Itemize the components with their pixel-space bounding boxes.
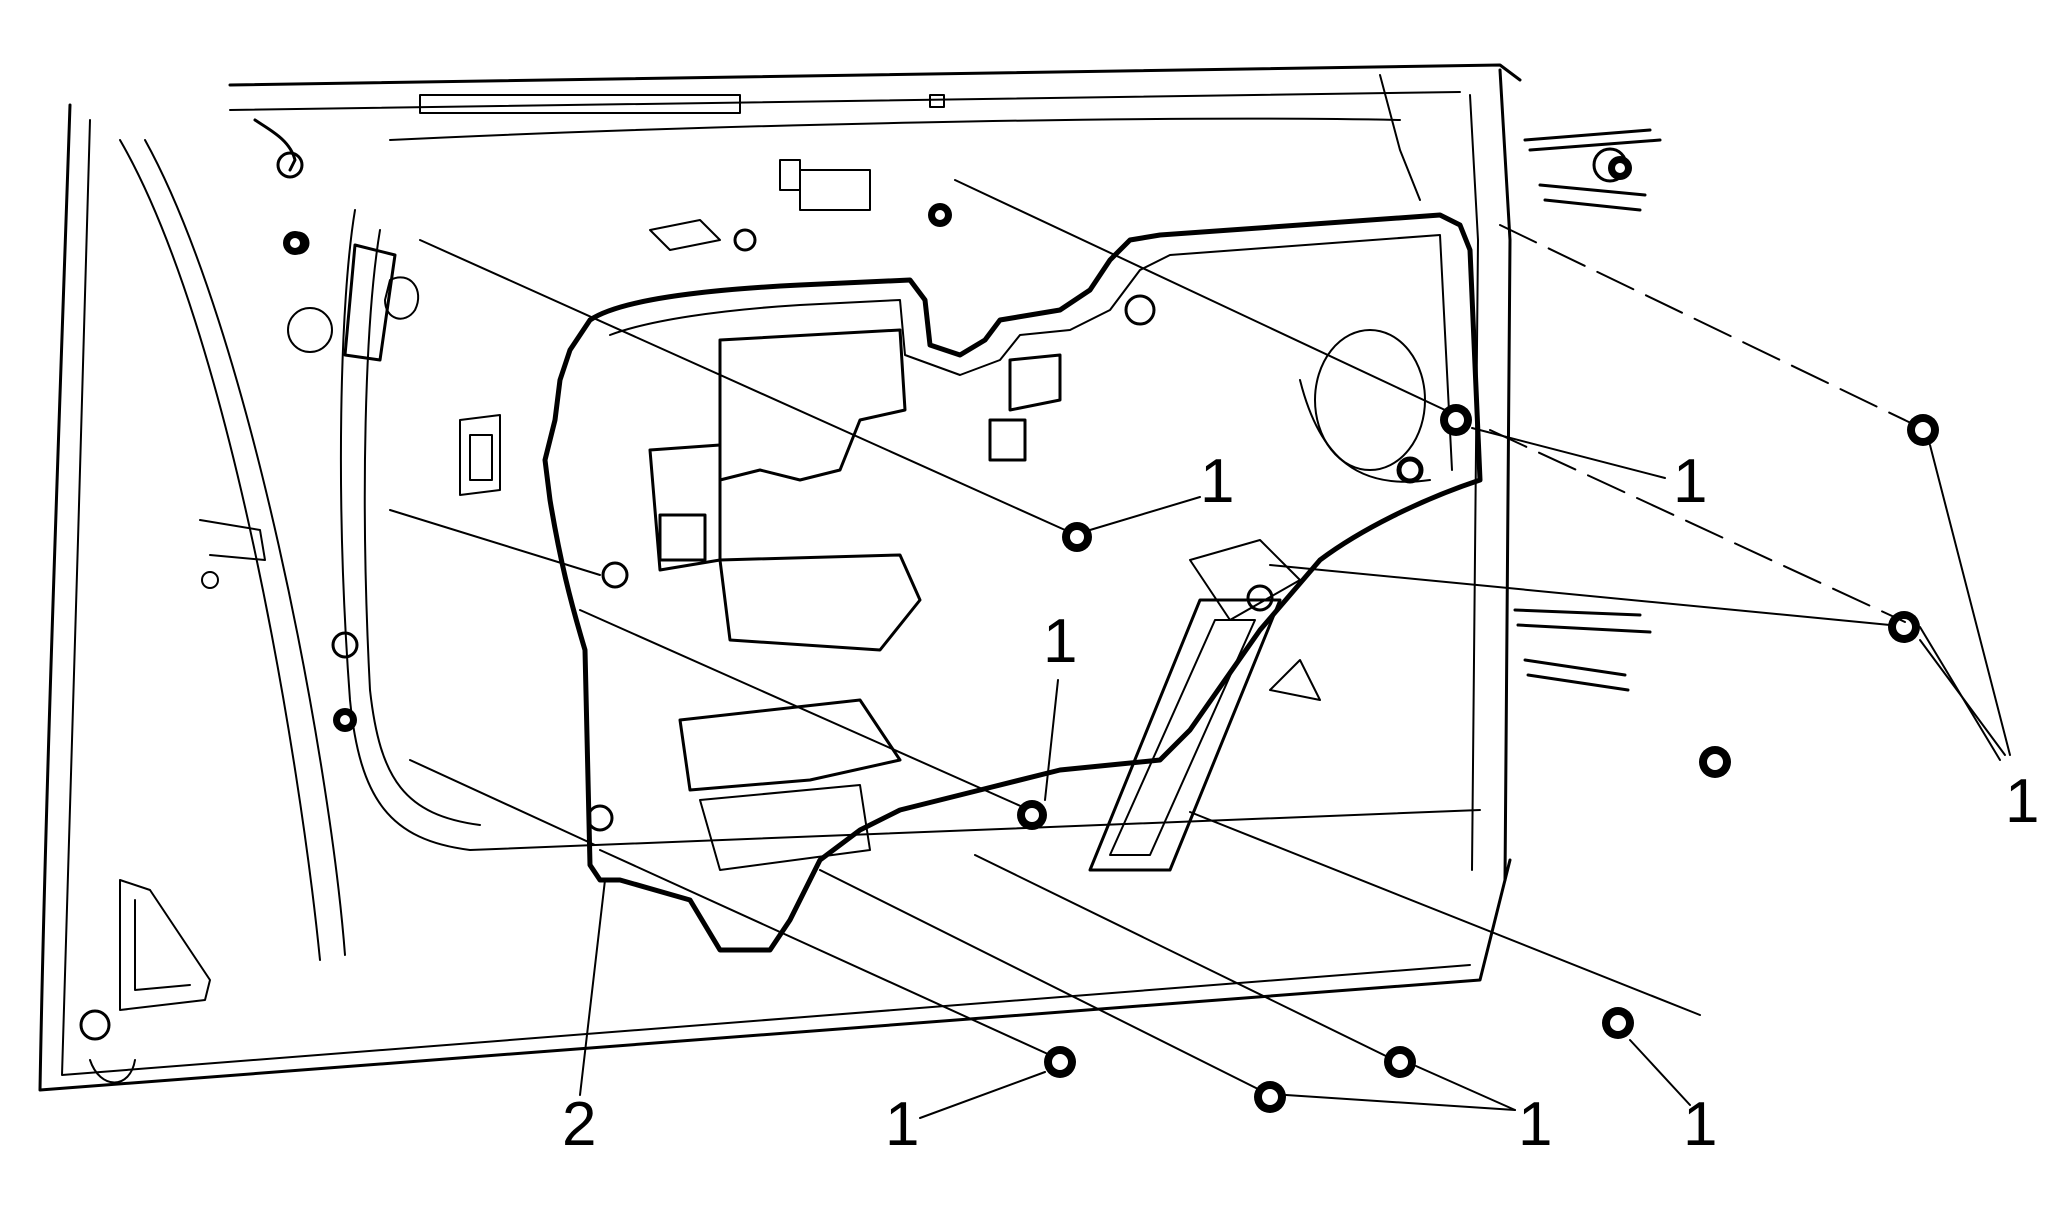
nut-9 bbox=[1254, 1081, 1286, 1113]
callout-1-mid: 1 bbox=[1043, 607, 1077, 676]
nut-14 bbox=[1608, 156, 1632, 180]
callout-1-upper-right: 1 bbox=[1673, 447, 1707, 516]
nut-12 bbox=[283, 231, 307, 255]
nut-1 bbox=[1062, 522, 1092, 552]
top-connector bbox=[419, 74, 1421, 252]
callout-1-bottom-right: 1 bbox=[1683, 1090, 1717, 1159]
nut-8 bbox=[1384, 1046, 1416, 1078]
callout-1-far-right: 1 bbox=[2005, 767, 2039, 836]
callout-labels: 1 1 1 1 1 1 1 2 bbox=[562, 447, 2039, 1159]
nut-5 bbox=[1699, 746, 1731, 778]
nut-2 bbox=[1440, 404, 1472, 436]
alignment-lines bbox=[389, 179, 1916, 1091]
nut-11 bbox=[928, 203, 952, 227]
nut-13 bbox=[333, 708, 357, 732]
nut-4 bbox=[1888, 611, 1920, 643]
nut-7 bbox=[1602, 1007, 1634, 1039]
callout-1-center: 1 bbox=[1200, 447, 1234, 516]
callout-2-panel: 2 bbox=[562, 1090, 596, 1159]
nut-3 bbox=[1907, 414, 1939, 446]
water-deflector-panel bbox=[343, 212, 1483, 953]
nut-10 bbox=[1044, 1046, 1076, 1078]
callout-1-bottom-middle: 1 bbox=[1518, 1090, 1552, 1159]
fastener-nuts bbox=[283, 156, 1939, 1113]
callout-1-bottom-left: 1 bbox=[885, 1090, 919, 1159]
nut-6 bbox=[1017, 800, 1047, 830]
door-frame bbox=[38, 63, 1662, 1092]
leader-lines bbox=[579, 427, 2011, 1119]
